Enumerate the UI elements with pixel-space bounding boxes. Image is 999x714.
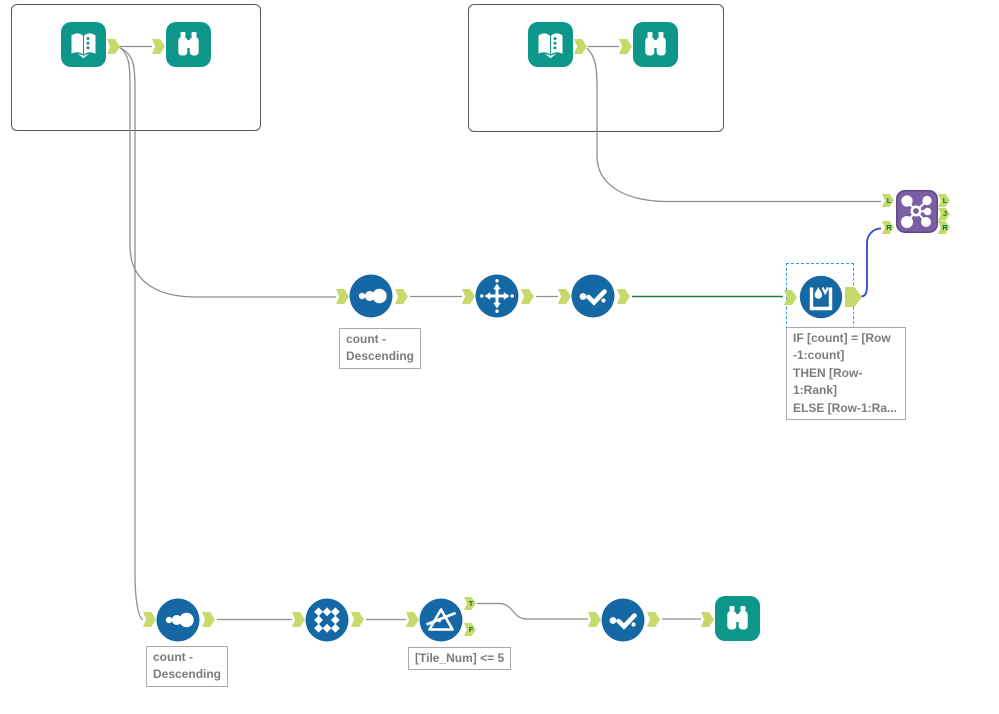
tool-tile[interactable] (292, 598, 364, 642)
tool-cross-arrows[interactable] (462, 274, 534, 318)
join-output-anchor-L[interactable]: L (938, 194, 950, 207)
input-anchor[interactable] (152, 39, 165, 54)
four-way-arrows-icon (475, 274, 519, 318)
wire-multirow-join-R[interactable] (860, 227, 882, 298)
join-input-anchor-R[interactable]: R (882, 221, 894, 234)
join-output-anchor-R[interactable]: R (938, 221, 950, 234)
input-anchor[interactable] (701, 612, 714, 627)
tool-filter[interactable]: T F (406, 597, 476, 642)
checkmark-icon (571, 274, 615, 318)
input-anchor[interactable] (406, 612, 419, 627)
anchor-letter: J (942, 209, 948, 219)
annotation-multi-row-formula[interactable]: IF [count] = [Row -1:count] THEN [Row- 1… (786, 327, 906, 420)
anchor-letter: L (942, 195, 948, 205)
tool-join[interactable]: L R L J R (882, 190, 950, 234)
tool-sort-middle[interactable] (336, 274, 408, 318)
anchor-letter: R (886, 222, 892, 232)
anchor-letter: R (942, 222, 948, 232)
wire-filter-T-select2[interactable] (477, 602, 588, 620)
join-output-anchor-J[interactable]: J (938, 207, 950, 221)
output-anchor[interactable] (351, 612, 364, 627)
input-anchor[interactable] (143, 612, 156, 627)
tool-container-right[interactable] (468, 4, 724, 132)
checkmark-icon (601, 598, 645, 642)
output-anchor[interactable] (647, 612, 660, 627)
dots-increasing-icon (349, 274, 393, 318)
tool-browse-1[interactable] (152, 22, 211, 67)
wire-input2-join-L[interactable] (586, 47, 881, 203)
network-nodes-icon (896, 190, 938, 233)
input-anchor[interactable] (784, 290, 797, 305)
annotation-sort-bottom[interactable]: count - Descending (146, 646, 229, 687)
join-input-anchor-L[interactable]: L (882, 194, 894, 207)
binoculars-icon (166, 22, 211, 67)
input-anchor[interactable] (619, 39, 632, 54)
dots-increasing-icon (156, 598, 200, 642)
input-anchor[interactable] (292, 612, 305, 627)
input-anchor[interactable] (336, 289, 349, 304)
tool-container-left[interactable] (11, 4, 261, 131)
funnel-triangle-icon (419, 598, 463, 642)
crown-droplet-icon (799, 275, 843, 319)
output-anchor-F[interactable]: F (464, 623, 476, 636)
input-anchor[interactable] (588, 612, 601, 627)
open-book-icon (61, 22, 106, 67)
tool-browse-3[interactable] (701, 596, 760, 641)
tool-input-data-2[interactable] (528, 22, 587, 67)
input-anchor[interactable] (558, 289, 571, 304)
binoculars-icon (715, 596, 760, 641)
output-anchor[interactable] (617, 289, 630, 304)
anchor-letter: T (468, 598, 474, 608)
annotation-filter[interactable]: [Tile_Num] <= 5 (408, 647, 512, 671)
diamond-grid-icon (305, 598, 349, 642)
output-anchor[interactable] (395, 289, 408, 304)
tool-sort-bottom[interactable] (143, 598, 215, 642)
input-anchor[interactable] (462, 289, 475, 304)
tool-input-data-1[interactable] (61, 22, 120, 67)
annotation-sort-middle[interactable]: count - Descending (339, 328, 422, 369)
output-anchor-T[interactable]: T (464, 597, 476, 610)
output-anchor[interactable] (202, 612, 215, 627)
tool-multi-row-formula[interactable] (784, 275, 862, 319)
tool-browse-2[interactable] (619, 22, 678, 67)
output-anchor[interactable] (107, 39, 120, 54)
output-anchor[interactable] (845, 287, 862, 307)
output-anchor[interactable] (574, 39, 587, 54)
anchor-letter: L (886, 195, 892, 205)
anchor-letter: F (468, 624, 474, 634)
wire-input1-sort-bottom[interactable] (120, 47, 144, 621)
tool-select-bottom[interactable] (588, 598, 660, 642)
output-anchor[interactable] (521, 289, 534, 304)
tool-select-middle[interactable] (558, 274, 630, 318)
wire-input1-sort-middle[interactable] (118, 46, 336, 298)
open-book-icon (528, 22, 573, 67)
binoculars-icon (633, 22, 678, 67)
